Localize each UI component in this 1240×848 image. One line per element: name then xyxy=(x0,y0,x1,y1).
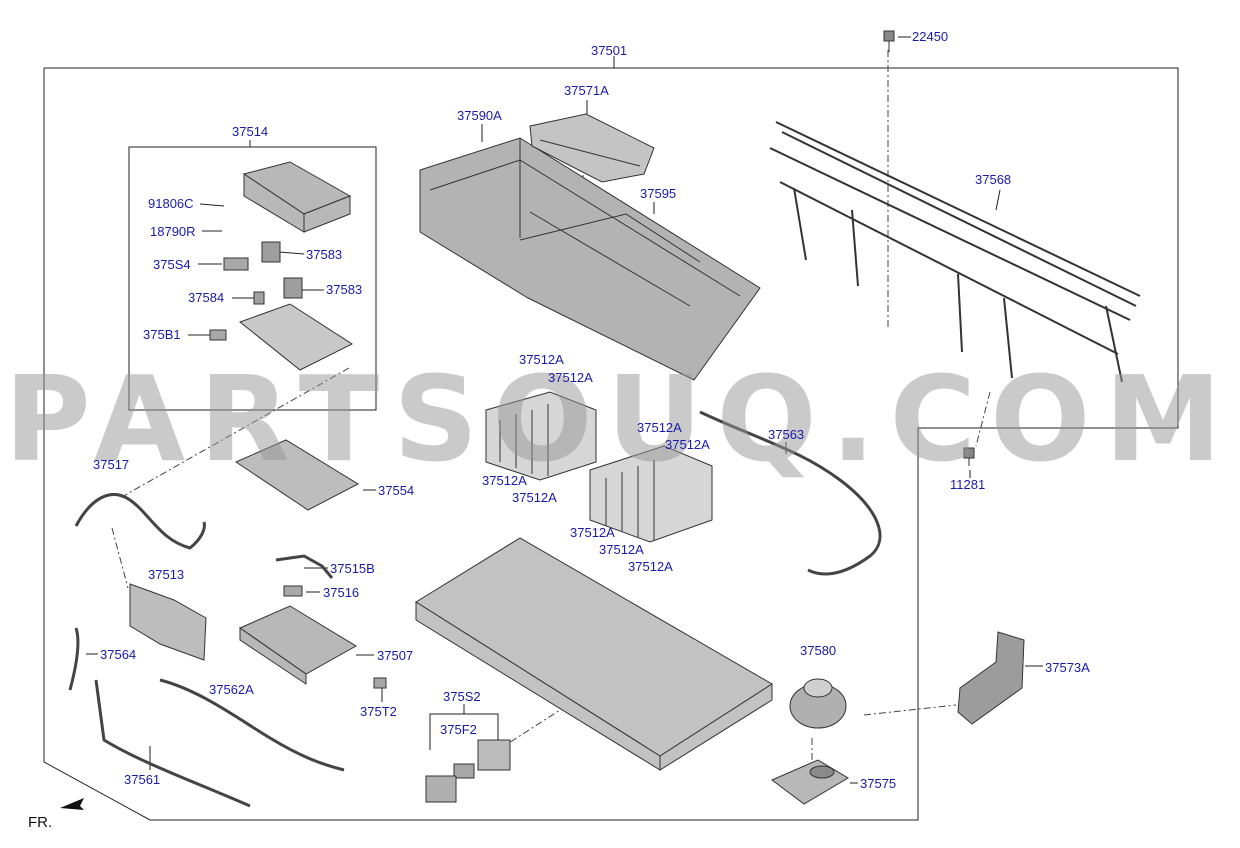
part-label-37512A-9[interactable]: 37512A xyxy=(628,559,673,574)
cooling-fan-37580[interactable] xyxy=(789,678,847,729)
cover-37507[interactable] xyxy=(238,605,357,685)
part-label-37512A-5[interactable]: 37512A xyxy=(637,420,682,435)
part-label-18790R[interactable]: 18790R xyxy=(150,224,196,239)
sub-assembly-box-37514 xyxy=(128,146,377,411)
bolt-22450-icon[interactable] xyxy=(883,30,895,52)
part-label-37563[interactable]: 37563 xyxy=(768,427,805,442)
part-label-37507[interactable]: 37507 xyxy=(377,648,414,663)
part-label-37590A[interactable]: 37590A xyxy=(457,108,502,123)
cell-module-group-right[interactable] xyxy=(589,445,713,543)
part-label-37571A[interactable]: 37571A xyxy=(564,83,609,98)
wiring-harness-37563[interactable] xyxy=(699,410,882,576)
fuse-holder-375S2[interactable] xyxy=(425,775,457,803)
part-label-37512A-6[interactable]: 37512A xyxy=(665,437,710,452)
part-label-37584[interactable]: 37584 xyxy=(188,290,225,305)
bracket-plate[interactable] xyxy=(477,739,511,771)
part-label-37583-upper[interactable]: 37583 xyxy=(306,247,343,262)
part-label-37568[interactable]: 37568 xyxy=(975,172,1012,187)
part-label-375T2[interactable]: 375T2 xyxy=(360,704,397,719)
duct-37573A[interactable] xyxy=(957,631,1025,725)
bracket-37554[interactable] xyxy=(234,439,360,511)
connector-375T2[interactable] xyxy=(373,677,387,689)
part-label-37512A-7[interactable]: 37512A xyxy=(570,525,615,540)
part-label-37517[interactable]: 37517 xyxy=(93,457,130,472)
mounting-frame[interactable] xyxy=(769,121,1141,383)
part-label-37554[interactable]: 37554 xyxy=(378,483,415,498)
part-label-37515B[interactable]: 37515B xyxy=(330,561,375,576)
small-clip[interactable] xyxy=(253,291,265,305)
fuse-block[interactable] xyxy=(223,257,249,271)
front-indicator-label: FR. xyxy=(28,814,53,831)
part-label-375S4[interactable]: 375S4 xyxy=(153,257,191,272)
part-label-37573A[interactable]: 37573A xyxy=(1045,660,1090,675)
assembly-boundary xyxy=(43,67,1179,821)
part-label-37512A-4[interactable]: 37512A xyxy=(512,490,557,505)
top-cover-37571A[interactable] xyxy=(529,113,655,183)
part-label-37512A-2[interactable]: 37512A xyxy=(548,370,593,385)
part-label-375B1[interactable]: 375B1 xyxy=(143,327,181,342)
junction-plate[interactable] xyxy=(238,303,354,371)
fuse-375F2[interactable] xyxy=(453,763,475,779)
part-label-91806C[interactable]: 91806C xyxy=(148,196,194,211)
part-label-22450[interactable]: 22450 xyxy=(912,29,949,44)
bolt-11281-icon[interactable] xyxy=(963,447,975,466)
part-label-37575[interactable]: 37575 xyxy=(860,776,897,791)
part-label-37562A[interactable]: 37562A xyxy=(209,682,254,697)
part-label-37513[interactable]: 37513 xyxy=(148,567,185,582)
wiring-harness-37564[interactable] xyxy=(68,627,80,691)
connector-375B1[interactable] xyxy=(209,329,227,341)
part-label-37514[interactable]: 37514 xyxy=(232,124,269,139)
relay-small-2[interactable] xyxy=(283,277,303,299)
front-arrow-icon xyxy=(60,798,84,810)
wiring-harness-37562A[interactable] xyxy=(159,678,345,772)
cable-37515B[interactable] xyxy=(275,554,334,579)
part-label-37564[interactable]: 37564 xyxy=(100,647,137,662)
relay-block[interactable] xyxy=(242,161,352,233)
part-label-37583-lower[interactable]: 37583 xyxy=(326,282,363,297)
part-label-37595[interactable]: 37595 xyxy=(640,186,677,201)
part-label-37516[interactable]: 37516 xyxy=(323,585,360,600)
part-label-37512A-3[interactable]: 37512A xyxy=(482,473,527,488)
part-label-375F2[interactable]: 375F2 xyxy=(440,722,477,737)
wiring-harness-37561[interactable] xyxy=(94,679,251,808)
part-label-37512A-8[interactable]: 37512A xyxy=(599,542,644,557)
part-label-37580[interactable]: 37580 xyxy=(800,643,837,658)
part-label-37512A-1[interactable]: 37512A xyxy=(519,352,564,367)
cell-module-group-left[interactable] xyxy=(485,391,597,481)
controller-37513[interactable] xyxy=(129,583,207,661)
part-label-37561[interactable]: 37561 xyxy=(124,772,161,787)
wiring-harness-37517[interactable] xyxy=(74,493,206,550)
relay-small-1[interactable] xyxy=(261,241,281,263)
battery-cover[interactable] xyxy=(419,137,761,381)
part-label-375S2[interactable]: 375S2 xyxy=(443,689,481,704)
part-label-11281[interactable]: 11281 xyxy=(950,477,986,492)
lower-battery-tray[interactable] xyxy=(415,537,773,771)
part-label-37501[interactable]: 37501 xyxy=(591,43,628,58)
duct-37575[interactable] xyxy=(771,759,849,805)
connector-37516[interactable] xyxy=(283,585,303,597)
